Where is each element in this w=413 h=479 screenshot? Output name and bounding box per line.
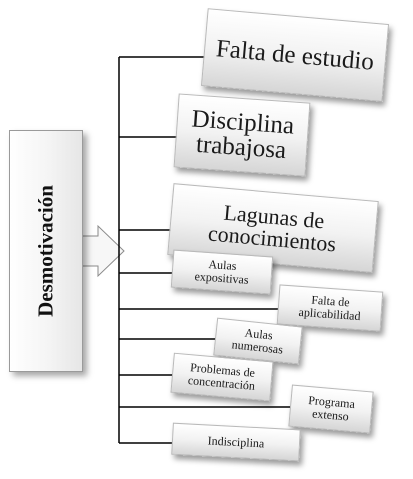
leaf-label: Falta de aplicabilidad	[298, 293, 361, 324]
leaf-label: Problemas de concentración	[187, 360, 256, 393]
leaf-label: Indisciplina	[207, 433, 265, 451]
arrow-shape	[81, 224, 125, 278]
leaf-label: Lagunas de conocimientos	[207, 199, 338, 257]
leaf-label: Falta de estudio	[214, 34, 376, 76]
leaf-label: Aulas numerosas	[231, 326, 284, 357]
leaf-problemas-de-concentracion: Problemas de concentración	[170, 352, 274, 402]
leaf-label: Disciplina trabajosa	[190, 105, 296, 165]
leaf-falta-de-aplicabilidad: Falta de aplicabilidad	[276, 284, 384, 332]
center-box	[9, 130, 83, 372]
leaf-programa-extenso: Programa extenso	[288, 384, 374, 434]
leaf-label: Programa extenso	[307, 393, 356, 424]
leaf-label: Aulas expositivas	[194, 257, 250, 287]
center-label: Desmotivación	[33, 185, 58, 317]
leaf-falta-de-estudio: Falta de estudio	[200, 8, 390, 102]
leaf-aulas-expositivas: Aulas expositivas	[170, 249, 274, 295]
leaf-indisciplina: Indisciplina	[171, 422, 301, 462]
leaf-disciplina-trabajosa: Disciplina trabajosa	[173, 93, 311, 177]
